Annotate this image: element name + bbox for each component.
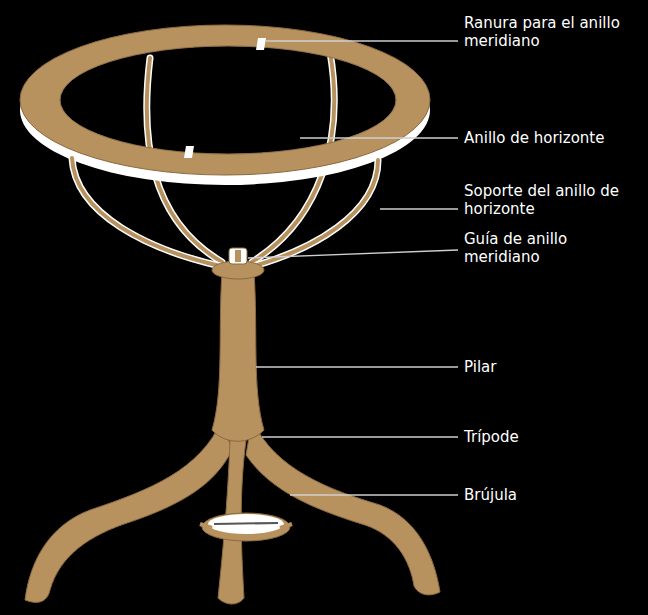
tripod-leg (25, 420, 232, 602)
support-arc (254, 160, 378, 266)
compass (200, 513, 292, 541)
compass-face (208, 514, 284, 534)
leader-line (256, 366, 458, 367)
pillar (212, 272, 264, 441)
part-label: Anillo de horizonte (464, 129, 604, 147)
part-label: Ranura para el anillo meridiano (464, 14, 629, 50)
compass-needle (214, 523, 278, 524)
tripod-leg (246, 420, 440, 595)
compass-rim (202, 513, 290, 541)
meridian-guide-slot (235, 250, 241, 262)
leader-line (300, 137, 458, 138)
part-label: Guía de anillo meridiano (464, 230, 629, 266)
tripod (25, 420, 440, 604)
compass-bracket (200, 524, 292, 528)
meridian-slot (184, 146, 194, 158)
front-supports (72, 158, 378, 266)
meridian-slot (256, 38, 266, 50)
part-label: Trípode (464, 428, 519, 446)
support-arc (72, 158, 220, 266)
leader-lines (248, 41, 458, 495)
support-arc (72, 158, 220, 266)
leader-line (380, 208, 458, 209)
part-label: Soporte del anillo de horizonte (464, 182, 629, 218)
horizon-ring (20, 25, 430, 175)
part-label: Pilar (464, 358, 496, 376)
leader-line (290, 494, 458, 495)
part-label: Brújula (464, 486, 517, 504)
leader-line (266, 40, 458, 41)
leader-line (262, 436, 458, 437)
leader-line (248, 250, 458, 258)
meridian-guide (229, 248, 247, 264)
support-arc (254, 160, 378, 266)
